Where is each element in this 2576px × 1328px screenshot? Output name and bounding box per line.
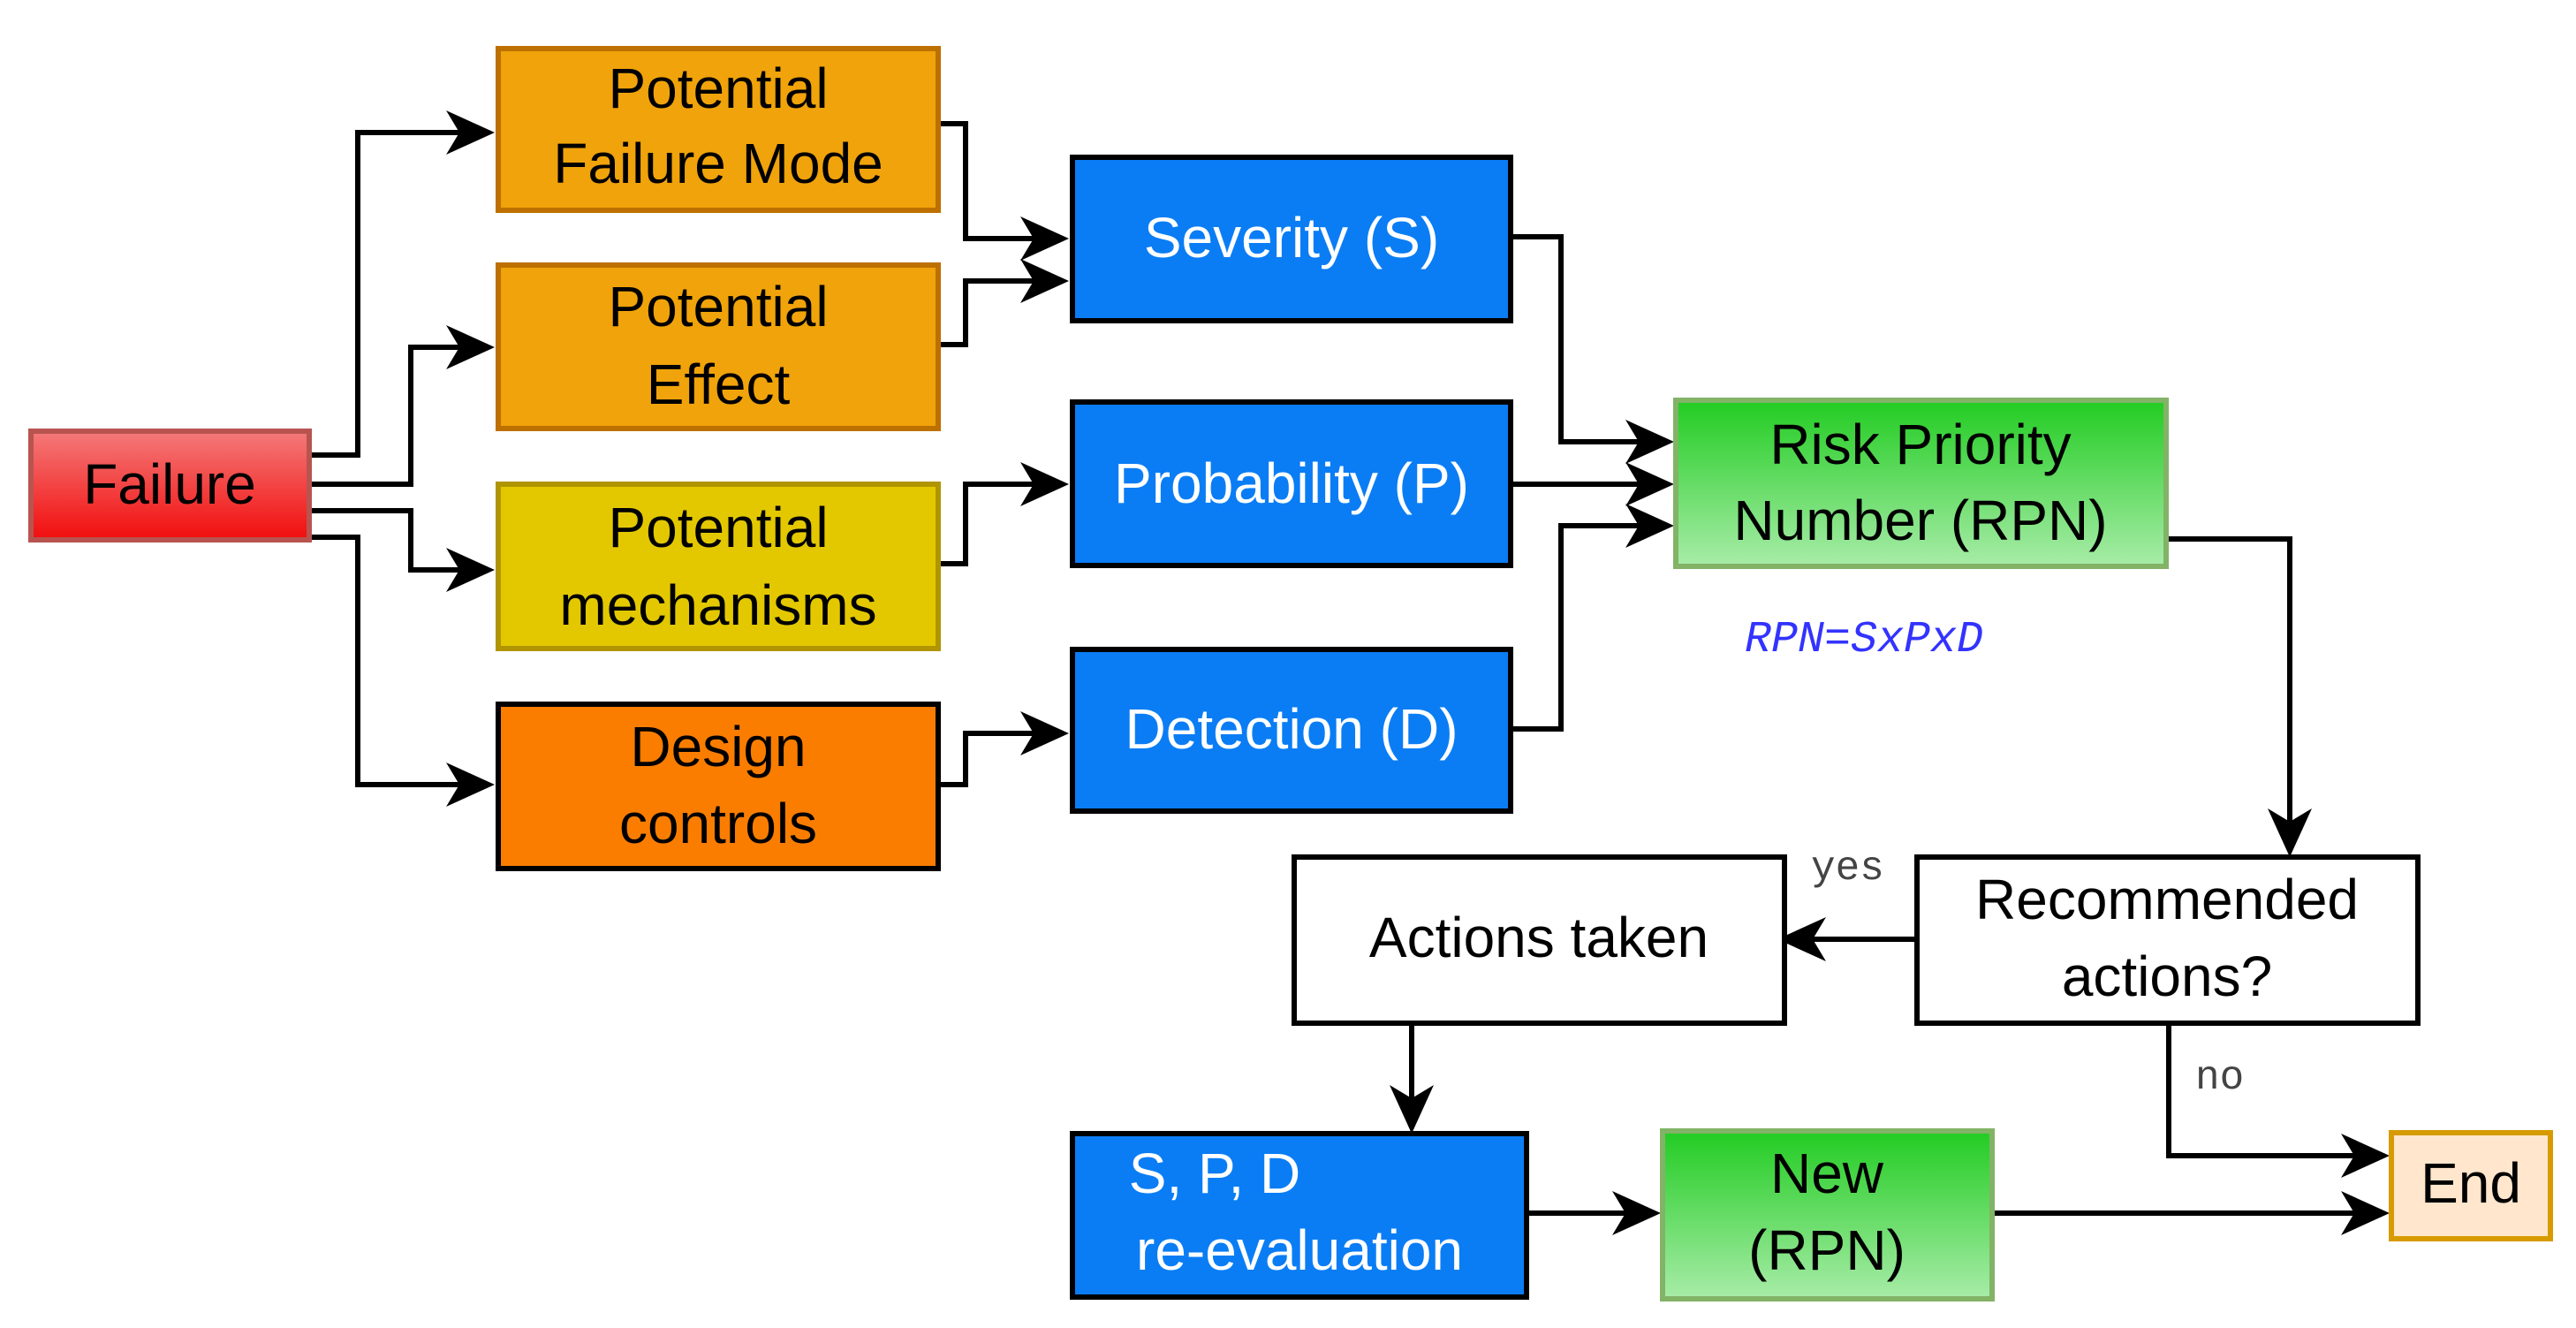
edge-severity-to-rpn: [1511, 234, 1665, 444]
edge-label-no: no: [2195, 1055, 2244, 1101]
arrowhead: [1390, 1085, 1434, 1134]
arrowhead: [1020, 216, 1069, 261]
arrowhead: [1612, 1191, 1661, 1235]
arrowhead: [1020, 711, 1069, 755]
design-controls-line2: controls: [619, 792, 817, 855]
node-failure: Failure: [28, 429, 312, 543]
edges: [309, 121, 2381, 1216]
node-severity: Severity (S): [1070, 155, 1513, 323]
node-potential-failure-mode: Potential Failure Mode: [496, 46, 941, 213]
detection-label: Detection (D): [1125, 697, 1458, 761]
potential-effect-line2: Effect: [647, 353, 791, 416]
potential-mechanisms-line1: Potential: [608, 496, 828, 559]
edge-recommended-to-end-no: [2166, 1023, 2381, 1158]
edge-design-controls-to-detection: [938, 731, 1060, 787]
severity-label: Severity (S): [1144, 206, 1439, 269]
arrowhead: [1020, 259, 1069, 303]
node-new-rpn: New (RPN): [1660, 1128, 1995, 1301]
rpn-line1: Risk Priority: [1769, 413, 2071, 476]
edge-failure-mode-to-severity: [938, 121, 1060, 241]
arrowhead: [2341, 1134, 2390, 1178]
arrowhead: [446, 763, 495, 807]
edge-effect-to-severity: [938, 278, 1060, 347]
arrowhead: [2268, 808, 2312, 857]
arrowheads: [446, 110, 2390, 1235]
node-end: End: [2389, 1130, 2553, 1241]
edge-failure-to-effect: [309, 345, 488, 487]
end-label: End: [2421, 1151, 2521, 1215]
arrowhead: [446, 548, 495, 592]
arrowhead: [1020, 462, 1069, 506]
recommended-actions-line2: actions?: [2062, 945, 2272, 1008]
spd-reevaluation-line2: re-evaluation: [1136, 1218, 1463, 1282]
failure-label: Failure: [83, 452, 256, 516]
potential-mechanisms-line2: mechanisms: [559, 573, 876, 637]
new-rpn-line1: New: [1770, 1142, 1884, 1205]
arrowhead: [1625, 504, 1674, 548]
arrowhead: [446, 110, 495, 155]
arrowhead: [1777, 917, 1826, 961]
edge-detection-to-rpn: [1511, 523, 1665, 732]
node-spd-reevaluation: S, P, D re-evaluation: [1070, 1131, 1529, 1300]
probability-label: Probability (P): [1114, 452, 1469, 515]
edge-failure-to-failure-mode: [309, 130, 488, 458]
node-potential-effect: Potential Effect: [496, 262, 941, 431]
arrowhead: [1625, 420, 1674, 464]
node-rpn: Risk Priority Number (RPN): [1673, 398, 2169, 569]
edge-label-yes: yes: [1811, 846, 1884, 892]
edge-mechanisms-to-probability: [938, 482, 1060, 566]
arrowhead: [446, 325, 495, 369]
potential-effect-line1: Potential: [608, 275, 828, 338]
edge-rpn-to-recommended: [2166, 536, 2292, 850]
node-design-controls: Design controls: [496, 702, 941, 871]
rpn-formula: RPN=SxPxD: [1745, 615, 1983, 665]
edge-failure-to-mechanisms: [309, 508, 488, 573]
node-detection: Detection (D): [1070, 647, 1513, 814]
node-recommended-actions: Recommended actions?: [1914, 854, 2421, 1026]
potential-failure-mode-line1: Potential: [608, 57, 828, 120]
spd-reevaluation-line1: S, P, D: [1129, 1142, 1300, 1205]
arrowhead: [1625, 462, 1674, 506]
design-controls-line1: Design: [630, 715, 806, 778]
arrowhead: [2341, 1191, 2390, 1235]
potential-failure-mode-line2: Failure Mode: [553, 132, 883, 195]
rpn-line2: Number (RPN): [1733, 489, 2107, 552]
edge-failure-to-design-controls: [309, 535, 488, 787]
node-probability: Probability (P): [1070, 399, 1513, 568]
new-rpn-line2: (RPN): [1748, 1218, 1905, 1282]
actions-taken-label: Actions taken: [1369, 906, 1708, 969]
recommended-actions-line1: Recommended: [1975, 868, 2359, 931]
node-potential-mechanisms: Potential mechanisms: [496, 482, 941, 651]
node-actions-taken: Actions taken: [1292, 854, 1787, 1026]
